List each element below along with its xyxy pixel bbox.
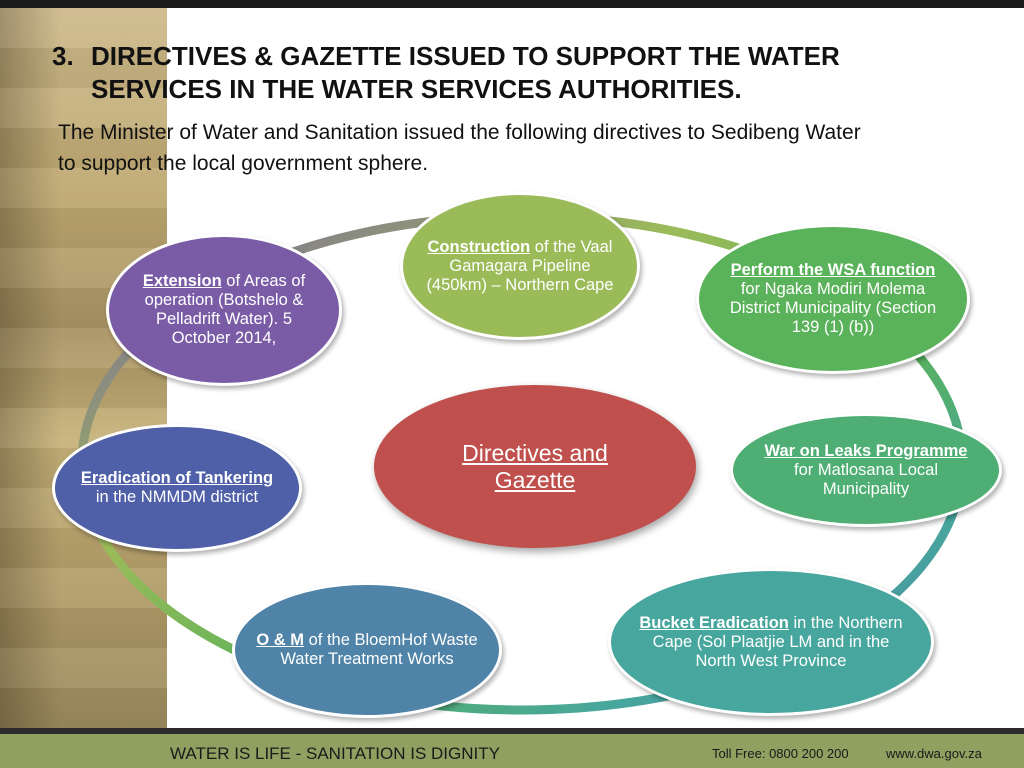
node-war-on-leaks-bold: War on Leaks Programme <box>764 441 968 460</box>
node-eradication-tankering: Eradication of Tankering in the NMMDM di… <box>52 424 302 552</box>
node-extension: Extension of Areas of operation (Botshel… <box>106 234 342 386</box>
node-extension-bold: Extension <box>142 272 222 290</box>
top-border <box>0 0 1024 8</box>
node-wsa-function-text: for Ngaka Modiri Molema District Municip… <box>729 280 937 336</box>
node-construction-text: of the Vaal Gamagara Pipeline (450km) – … <box>426 237 614 294</box>
footer-toll-free: Toll Free: 0800 200 200 <box>712 746 849 761</box>
node-eradication-tankering-bold: Eradication of Tankering <box>80 469 274 487</box>
node-construction: Construction of the Vaal Gamagara Pipeli… <box>400 192 640 340</box>
slide-heading: 3. DIRECTIVES & GAZETTE ISSUED TO SUPPOR… <box>52 40 952 106</box>
background-building-image <box>0 8 167 728</box>
node-wsa-function-bold: Perform the WSA function <box>730 261 936 279</box>
heading-text: DIRECTIVES & GAZETTE ISSUED TO SUPPORT T… <box>91 41 840 104</box>
heading-number: 3. <box>52 41 74 71</box>
node-construction-bold: Construction <box>427 237 531 256</box>
node-eradication-tankering-text: in the NMMDM district <box>95 488 259 506</box>
footer-slogan: WATER IS LIFE - SANITATION IS DIGNITY <box>170 744 500 763</box>
center-node-label: Directives and Gazette <box>462 439 608 493</box>
intro-paragraph: The Minister of Water and Sanitation iss… <box>58 121 861 175</box>
node-war-on-leaks-text: for Matlosana Local Municipality <box>794 460 938 498</box>
node-war-on-leaks: War on Leaks Programme for Matlosana Loc… <box>730 413 1002 527</box>
node-om-bloemhof-text: of the BloemHof Waste Water Treatment Wo… <box>280 631 478 668</box>
footer-website: www.dwa.gov.za <box>886 746 982 761</box>
node-bucket-eradication-bold: Bucket Eradication <box>639 613 789 632</box>
node-bucket-eradication: Bucket Eradication in the Northern Cape … <box>608 568 934 716</box>
node-bucket-eradication-text: in the Northern Cape (Sol Plaatjie LM an… <box>652 613 903 670</box>
node-extension-text: of Areas of operation (Botshelo & Pellad… <box>144 272 306 347</box>
node-om-bloemhof: O & M of the BloemHof Waste Water Treatm… <box>232 582 502 718</box>
node-om-bloemhof-bold: O & M <box>256 631 305 649</box>
center-node-directives-gazette: Directives and Gazette <box>374 385 696 548</box>
node-wsa-function: Perform the WSA function for Ngaka Modir… <box>696 224 970 374</box>
footer-bar: WATER IS LIFE - SANITATION IS DIGNITY To… <box>0 728 1024 768</box>
